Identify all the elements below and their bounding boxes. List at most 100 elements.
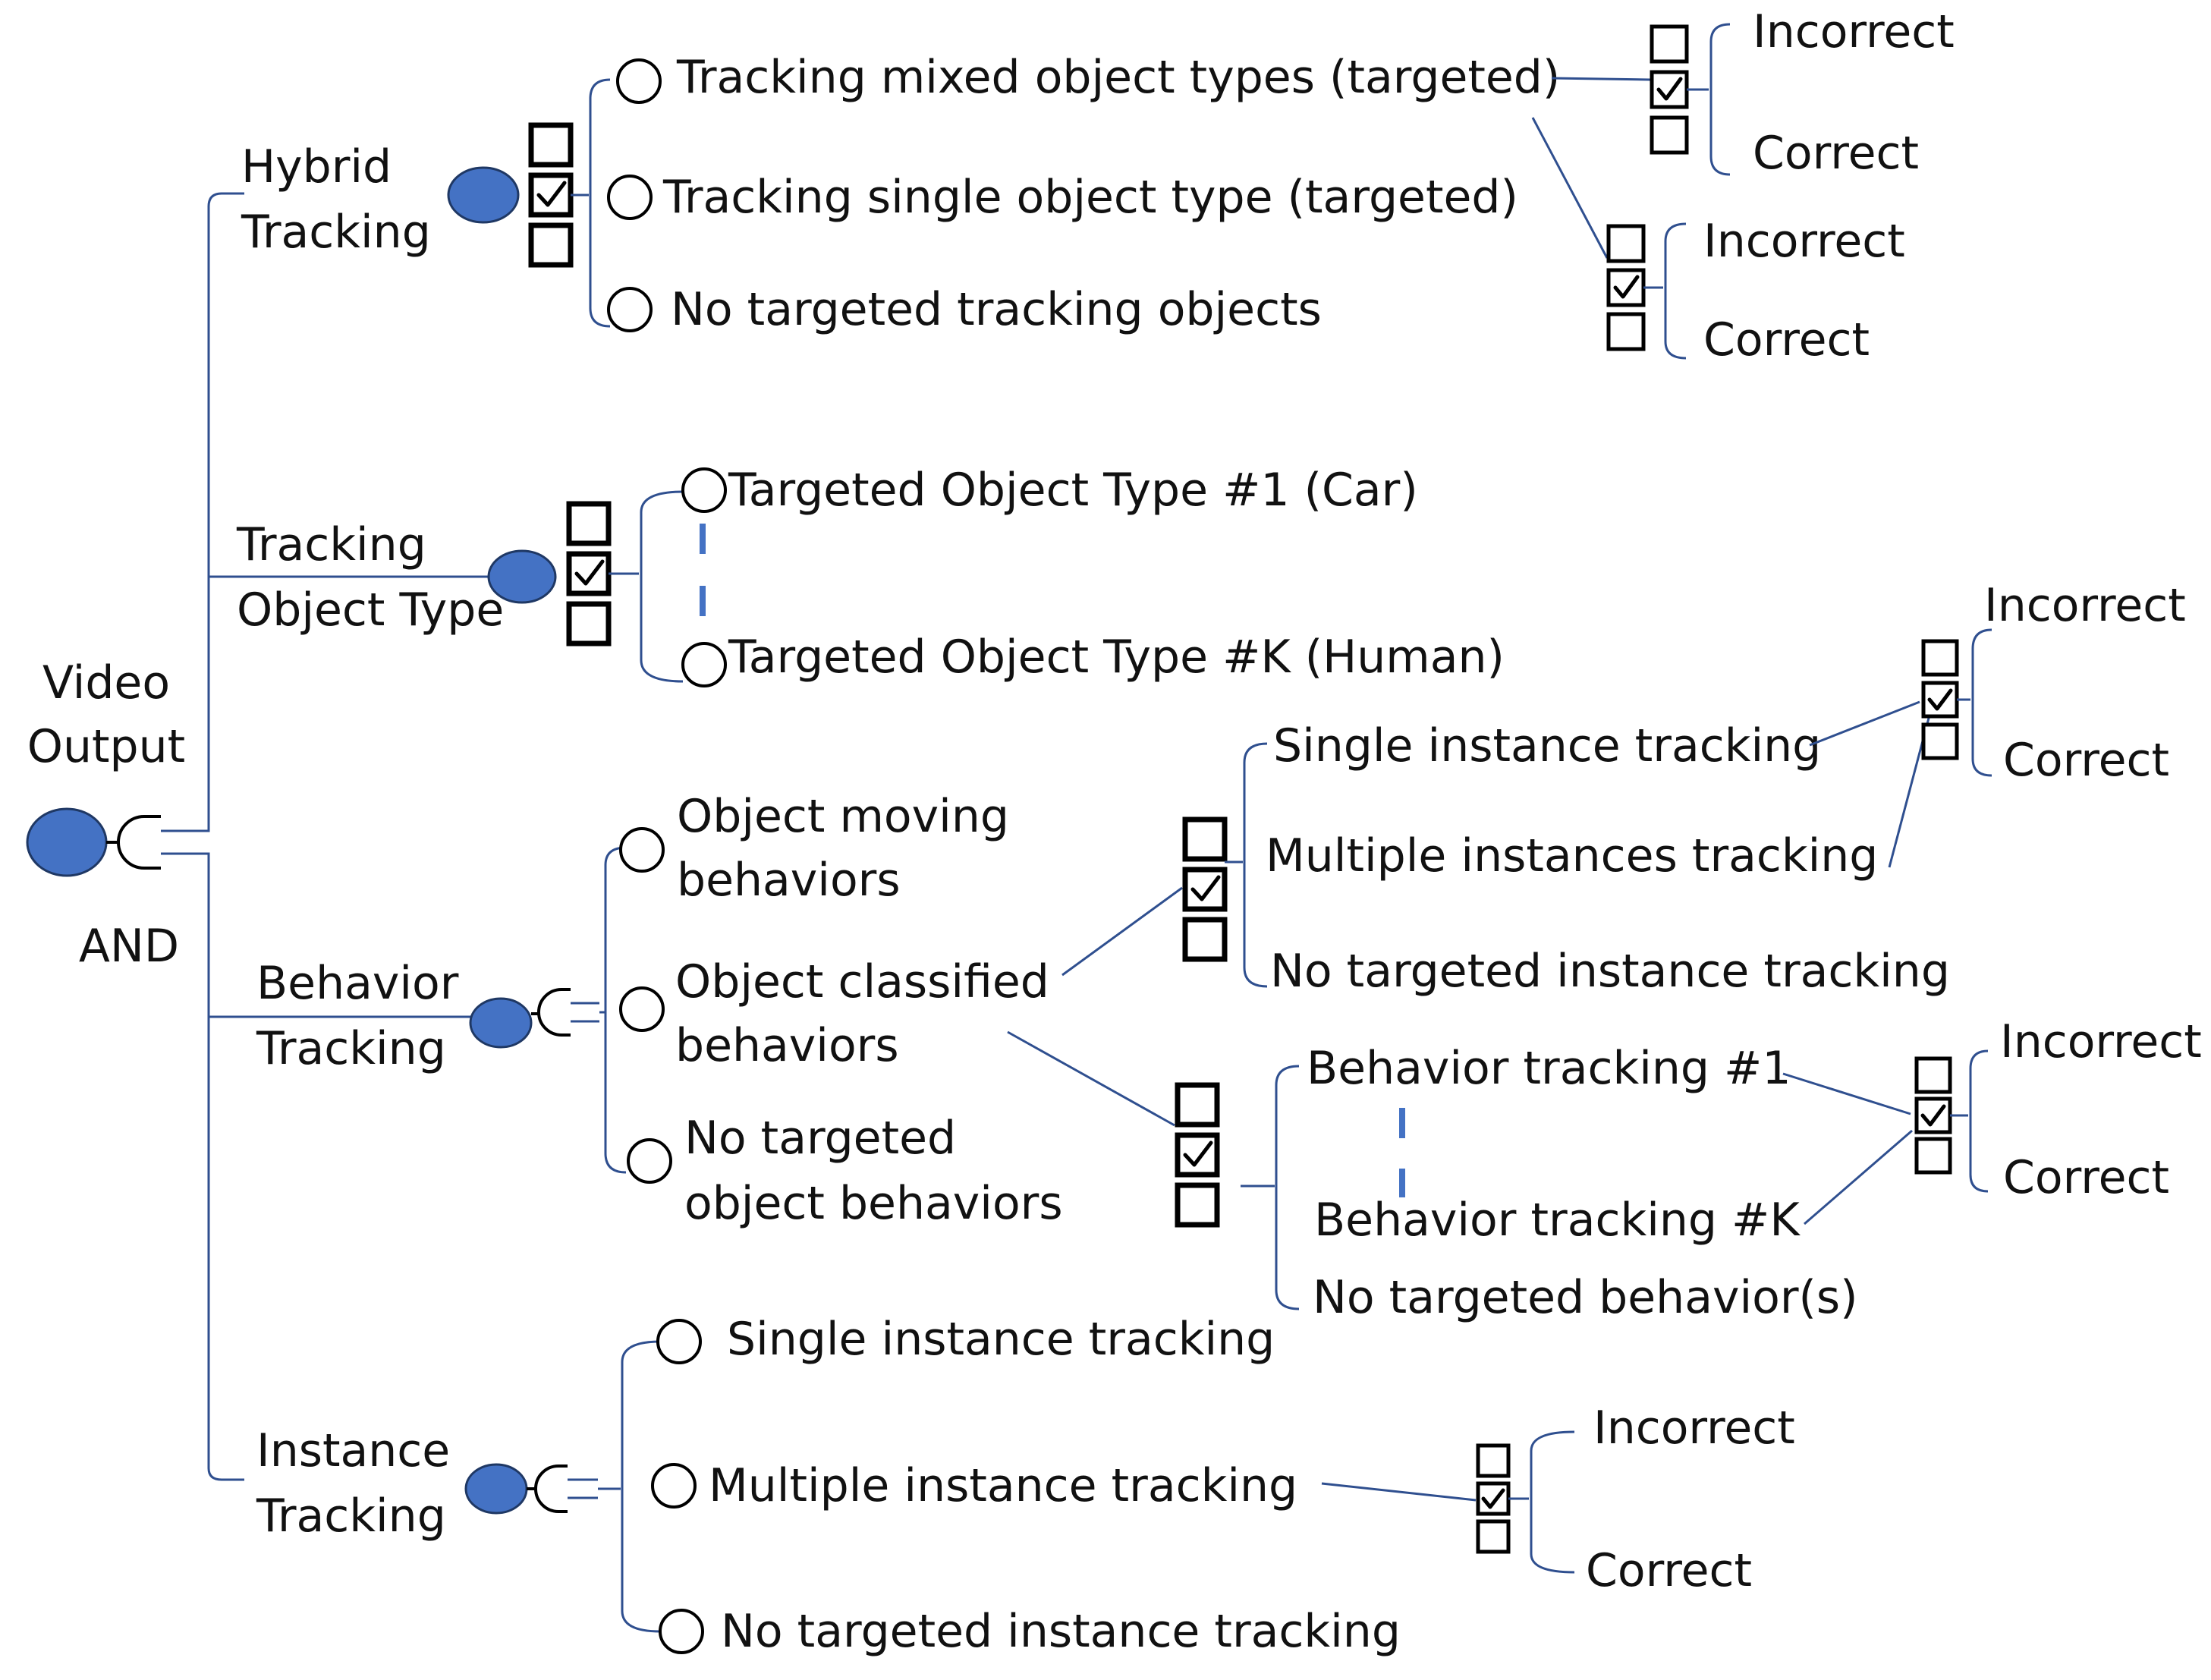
- hybrid-option-mixed: Tracking mixed object types (targeted): [676, 51, 1560, 104]
- checkmark-icon: [536, 181, 567, 207]
- hybrid-options-bracket: [571, 78, 611, 328]
- instance-multiple-eval-connector: [1321, 1482, 1477, 1502]
- behavior-instance-eval-bracket: [1957, 628, 1992, 777]
- radio-icon: [607, 175, 653, 220]
- checkmark-icon: [1183, 1140, 1213, 1167]
- trunk-connector-lower: [203, 852, 244, 1481]
- hybrid-option-single: Tracking single object type (targeted): [662, 171, 1518, 224]
- object-type-option-last: Targeted Object Type #K (Human): [728, 631, 1505, 684]
- radio-icon: [656, 1319, 702, 1364]
- checkbox-icon: [1921, 722, 1959, 760]
- behavior-instance-single: Single instance tracking: [1273, 719, 1821, 772]
- checkbox-icon: [1476, 1519, 1511, 1554]
- behavior-instance-eval-incorrect: Incorrect: [1984, 579, 2186, 632]
- hybrid-eval-a-connector: [1551, 77, 1651, 81]
- instance-option-multiple: Multiple instance tracking: [709, 1459, 1297, 1512]
- instance-tracking-branch: Instance Tracking Single instance tracki…: [256, 1313, 1795, 1658]
- behavior-instance-none: No targeted instance tracking: [1270, 945, 1950, 998]
- behavior-label-line1: Behavior: [256, 957, 459, 1010]
- behavior-behavior-eval-checkbox-group: [1914, 1056, 1952, 1175]
- behavior-none-line1: No targeted: [684, 1112, 956, 1165]
- root-and-gate-icon: [106, 815, 203, 870]
- instance-single-eval-connector: [1809, 700, 1920, 747]
- instance-options-bracket: [598, 1340, 661, 1633]
- behavior-instance-eval-correct: Correct: [2003, 734, 2169, 787]
- behavior-options-bracket: [599, 846, 627, 1174]
- hybrid-tracking-branch: Hybrid Tracking Tracking mixed object ty…: [241, 5, 1955, 367]
- behavior-classified-line2: behaviors: [675, 1019, 899, 1072]
- behavior-option-first: Behavior tracking #1: [1307, 1042, 1791, 1095]
- object-type-label-line1: Tracking: [236, 518, 426, 571]
- hybrid-eval-b-bracket: [1643, 222, 1687, 360]
- object-type-option-first: Targeted Object Type #1 (Car): [728, 464, 1418, 517]
- trunk-connector: [203, 192, 244, 832]
- hybrid-selected-node: [447, 166, 520, 224]
- checkbox-icon: [528, 122, 574, 168]
- checkmark-icon: [1656, 77, 1683, 101]
- behavior-moving-line2: behaviors: [677, 854, 901, 907]
- root-title-line2: Output: [27, 720, 185, 773]
- behavior-last-eval-connector: [1804, 1129, 1913, 1225]
- behavior-option-last: Behavior tracking #K: [1314, 1194, 1801, 1247]
- behavior-moving-line1: Object moving: [677, 790, 1009, 843]
- checkbox-icon: [566, 601, 612, 647]
- checkbox-icon: [1476, 1443, 1511, 1478]
- checkbox-icon: [1175, 1182, 1220, 1228]
- radio-icon: [616, 58, 662, 104]
- checkbox-icon: [1921, 639, 1959, 677]
- checkbox-icon: [1650, 115, 1689, 155]
- object-type-selected-node: [487, 549, 557, 604]
- checkbox-icon: [1650, 24, 1689, 64]
- radio-icon: [627, 1138, 672, 1184]
- checkbox-icon: [1606, 224, 1646, 263]
- checkbox-icon: [528, 222, 574, 268]
- radio-icon: [681, 642, 727, 687]
- checkbox-icon: [1175, 1082, 1220, 1128]
- classified-to-behavior-connector: [1007, 1030, 1175, 1127]
- behavior-instance-checkbox-group: [1182, 816, 1228, 962]
- behavior-selected-node: [469, 997, 533, 1049]
- behavior-tracking-branch: Behavior Tracking Object moving behavior…: [256, 579, 2202, 1324]
- checkbox-icon: [1182, 917, 1228, 962]
- checkmark-icon: [1920, 1104, 1946, 1127]
- checkbox-icon: [566, 501, 612, 546]
- hybrid-eval-a-correct: Correct: [1753, 127, 1919, 180]
- instance-option-none: No targeted instance tracking: [721, 1605, 1401, 1658]
- behavior-instance-multiple: Multiple instances tracking: [1266, 829, 1878, 882]
- behavior-first-eval-connector: [1782, 1072, 1911, 1115]
- hybrid-eval-a-incorrect: Incorrect: [1753, 5, 1955, 58]
- checkmark-icon: [1927, 688, 1953, 711]
- instance-selected-node: [464, 1463, 528, 1515]
- behavior-label-line2: Tracking: [256, 1022, 446, 1075]
- object-type-options-bracket: [609, 490, 684, 683]
- instance-eval-bracket: [1508, 1430, 1575, 1574]
- instance-and-gate-icon: [527, 1464, 598, 1513]
- instance-eval-checkbox-group: [1476, 1443, 1511, 1554]
- instance-label-line1: Instance: [256, 1424, 450, 1477]
- hybrid-option-none: No targeted tracking objects: [671, 283, 1322, 336]
- behavior-instance-bracket: [1225, 742, 1268, 988]
- hybrid-eval-b-checkbox-group: [1606, 224, 1646, 351]
- checkbox-icon: [1182, 816, 1228, 862]
- behavior-option-none: No targeted behavior(s): [1313, 1271, 1858, 1324]
- radio-icon: [619, 986, 665, 1032]
- object-type-checkbox-group: [566, 501, 612, 647]
- hybrid-eval-b-incorrect: Incorrect: [1703, 215, 1905, 268]
- hybrid-eval-b-correct: Correct: [1703, 313, 1870, 367]
- checkbox-icon: [1914, 1137, 1952, 1175]
- hybrid-eval-a-checkbox-group: [1650, 24, 1689, 155]
- radio-icon: [607, 287, 653, 332]
- hybrid-label-line2: Tracking: [241, 206, 431, 259]
- object-type-label-line2: Object Type: [237, 584, 504, 637]
- radio-icon: [619, 827, 665, 873]
- behavior-behavior-eval-correct: Correct: [2003, 1151, 2169, 1204]
- behavior-none-line2: object behaviors: [684, 1177, 1063, 1230]
- root-operator-label: AND: [79, 920, 179, 973]
- checkbox-icon: [1606, 312, 1646, 351]
- instance-eval-incorrect: Incorrect: [1593, 1402, 1795, 1455]
- behavior-and-gate-icon: [531, 988, 599, 1037]
- hybrid-eval-a-bracket: [1687, 23, 1731, 176]
- root-title-line1: Video: [42, 656, 170, 709]
- hybrid-checkbox-group: [528, 122, 574, 268]
